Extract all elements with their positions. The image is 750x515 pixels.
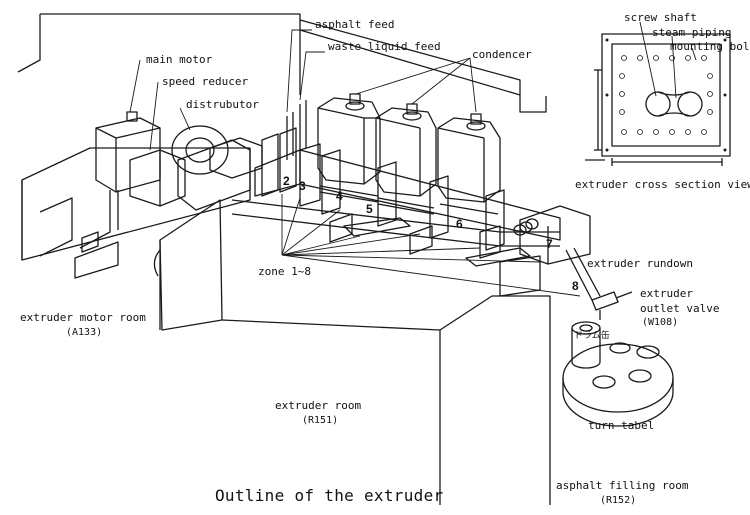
- distributor-label: distrubutor: [186, 98, 259, 111]
- drive-pipe: [79, 190, 119, 249]
- room-name: extruder motor room: [20, 311, 146, 324]
- cross-section-view: [585, 33, 731, 166]
- outlet-valve: [591, 291, 633, 320]
- condencer-2: [375, 103, 437, 215]
- figure-caption: Outline of the extruder: [215, 486, 444, 505]
- motor-room-floor: [21, 147, 251, 279]
- extruder-barrel: [254, 127, 591, 265]
- zone-number: 3: [299, 179, 306, 193]
- asphalt-feed-label: asphalt feed: [315, 18, 395, 31]
- zones-label: zone 1~8: [258, 265, 311, 278]
- rundown-chute: [565, 247, 601, 301]
- room-code: (R152): [600, 495, 637, 506]
- main-motor: [95, 111, 161, 193]
- room-code: (A133): [66, 327, 103, 338]
- room-code: (R151): [302, 415, 339, 426]
- extruder-rundown-label: extruder rundown: [587, 257, 693, 270]
- zone-number: 5: [366, 202, 373, 216]
- room-name: extruder room: [275, 399, 362, 412]
- main-motor-label: main motor: [146, 53, 213, 66]
- leader-lines: [129, 21, 697, 297]
- condencer-1: [317, 93, 381, 203]
- extruder-room-floor: [221, 199, 560, 505]
- turn-table: [562, 321, 674, 427]
- screw-shaft-label: screw shaft: [624, 11, 697, 24]
- speed-reducer-label: speed reducer: [162, 75, 249, 88]
- drum-label: ドラム缶: [574, 331, 610, 341]
- steam-piping-label: steam piping: [652, 26, 732, 39]
- zone-number: 7: [546, 237, 553, 251]
- back-wall: [17, 13, 547, 113]
- steam-piping-dots: [619, 55, 713, 135]
- turn-table-label: turn tabel: [588, 419, 655, 432]
- speed-reducer: [129, 149, 186, 207]
- waste-liquid-feed-label: waste liquid feed: [328, 40, 441, 53]
- cross-section-title: extruder cross section view: [575, 178, 750, 191]
- zone-number: 8: [572, 279, 579, 293]
- condencer-label: condencer: [472, 48, 532, 61]
- rundown-screw: [513, 218, 539, 236]
- partition-wall: [153, 199, 223, 331]
- mounting-bolts: [605, 38, 727, 152]
- zone-number: 6: [456, 217, 463, 231]
- extruder-outlet-valve-label: extruder outlet valve: [640, 287, 720, 315]
- support-stands: [329, 213, 541, 297]
- valve-code: (W108): [642, 317, 679, 328]
- zone-number: 4: [336, 189, 343, 203]
- condencer-3: [437, 113, 501, 215]
- mounting-bolt-label: mounting bolt: [670, 40, 750, 53]
- room-name: asphalt filling room: [556, 479, 689, 492]
- feed-pipes: [286, 100, 307, 160]
- zone-number: 2: [283, 174, 290, 188]
